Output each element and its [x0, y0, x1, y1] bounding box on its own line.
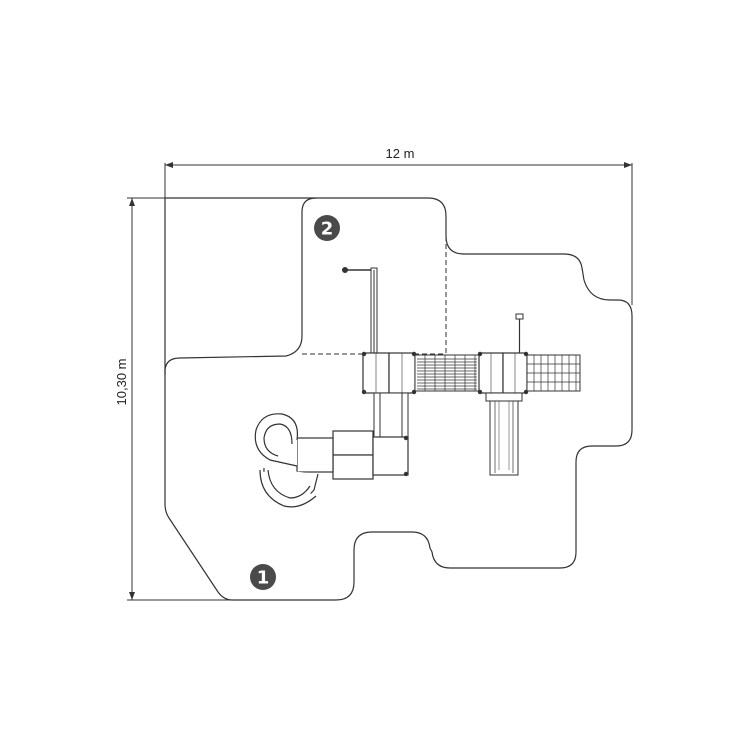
connector-ramp	[373, 392, 409, 440]
tunnel-bridge	[414, 354, 480, 392]
zone-marker-2: 2	[314, 215, 340, 241]
safety-zone-outline	[164, 197, 633, 601]
width-dimension	[164, 162, 633, 305]
height-label: 10,30 m	[114, 359, 129, 406]
climbing-pole	[342, 267, 378, 355]
svg-text:1: 1	[257, 568, 270, 589]
net-bridge	[526, 354, 581, 392]
spiral-tube-slide	[254, 413, 319, 508]
width-label: 12 m	[386, 146, 415, 161]
svg-text:2: 2	[321, 219, 334, 240]
tower-right	[477, 351, 529, 395]
straight-slide	[485, 392, 523, 476]
zone-marker-1: 1	[250, 564, 276, 590]
zone-2-boundary	[164, 197, 317, 375]
signal-post	[515, 313, 524, 353]
tower-lower	[332, 430, 409, 480]
tower-left	[361, 351, 417, 395]
height-dimension	[127, 197, 232, 601]
slide-entry-deck	[296, 437, 334, 473]
